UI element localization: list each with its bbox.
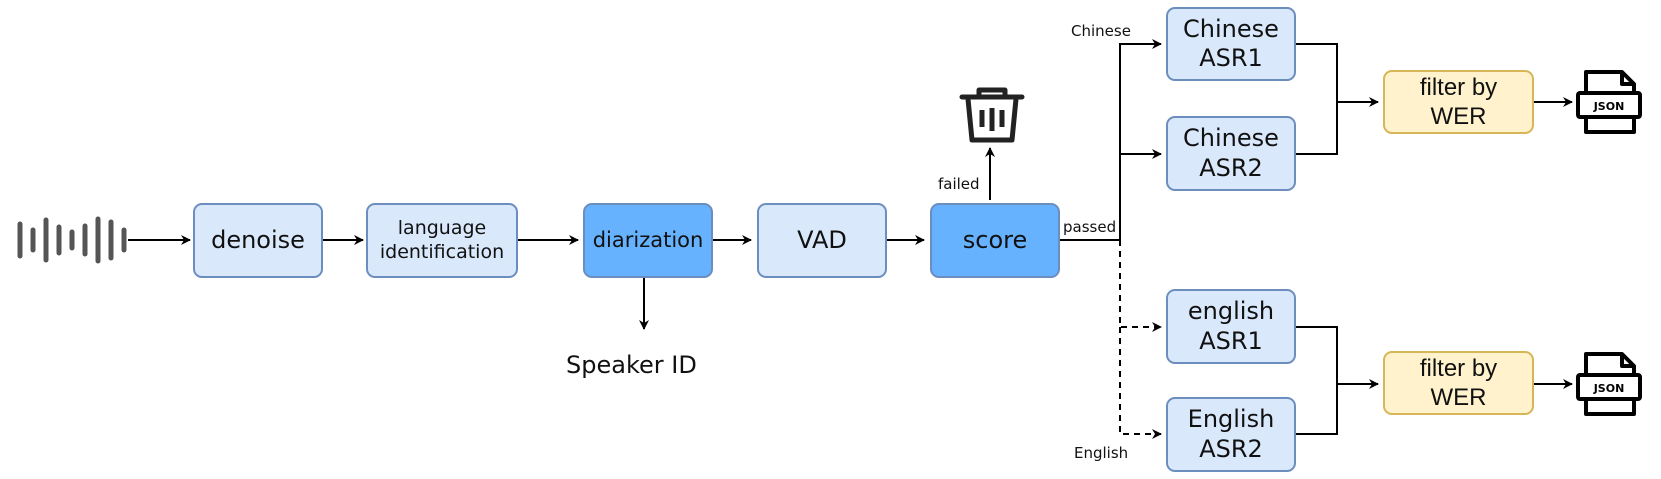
svg-text:JSON: JSON: [1593, 382, 1625, 395]
json-file-icon: JSON: [1576, 70, 1642, 134]
filter-top-label-1: filter by: [1419, 73, 1498, 101]
chinese-asr1-label-1: Chinese: [1183, 14, 1279, 43]
audio-waveform-icon: [17, 216, 127, 264]
english-asr1-label-1: english: [1187, 297, 1275, 326]
trash-icon: [959, 87, 1025, 143]
svg-text:JSON: JSON: [1593, 100, 1625, 113]
edge-branch-english2: [1119, 327, 1162, 439]
language-identification-node: language identification: [366, 203, 518, 278]
english-asr2-label-2: ASR2: [1199, 434, 1263, 463]
english-asr2-node: English ASR2: [1166, 397, 1296, 472]
edge-chinese1-merge: [1294, 43, 1338, 155]
score-node: score: [930, 203, 1060, 278]
language-identification-label-1: language: [397, 217, 487, 240]
denoise-label: denoise: [211, 225, 305, 254]
chinese-asr1-node: Chinese ASR1: [1166, 7, 1296, 81]
vad-label: VAD: [797, 225, 847, 254]
chinese-asr2-label-1: Chinese: [1183, 124, 1279, 153]
vad-node: VAD: [757, 203, 887, 278]
failed-label: failed: [938, 175, 980, 193]
english-asr2-label-1: English: [1187, 405, 1275, 434]
filter-bottom-label-2: WER: [1430, 384, 1487, 411]
filter-by-wer-node-top: filter by WER: [1383, 70, 1534, 134]
diarization-label: diarization: [592, 227, 704, 252]
speaker-id-label: Speaker ID: [566, 351, 697, 379]
filter-by-wer-node-bottom: filter by WER: [1383, 351, 1534, 415]
json-file-icon: JSON: [1576, 352, 1642, 416]
edge-english-merge: [1294, 326, 1338, 435]
english-asr1-label-2: ASR1: [1199, 326, 1263, 355]
chinese-branch-label: Chinese: [1071, 22, 1131, 40]
english-asr1-node: english ASR1: [1166, 289, 1296, 364]
edge-branch-english1: [1119, 240, 1162, 332]
denoise-node: denoise: [193, 203, 323, 278]
language-identification-label-2: identification: [379, 240, 505, 263]
edge-score-branch: [1056, 39, 1162, 241]
chinese-asr2-label-2: ASR2: [1199, 153, 1263, 182]
chinese-asr1-label-2: ASR1: [1199, 44, 1263, 72]
filter-top-label-2: WER: [1430, 103, 1487, 130]
english-branch-label: English: [1074, 444, 1129, 462]
score-label: score: [962, 225, 1028, 254]
passed-label: passed: [1063, 218, 1117, 236]
diarization-node: diarization: [583, 203, 713, 278]
chinese-asr2-node: Chinese ASR2: [1166, 116, 1296, 191]
filter-bottom-label-1: filter by: [1419, 354, 1498, 382]
